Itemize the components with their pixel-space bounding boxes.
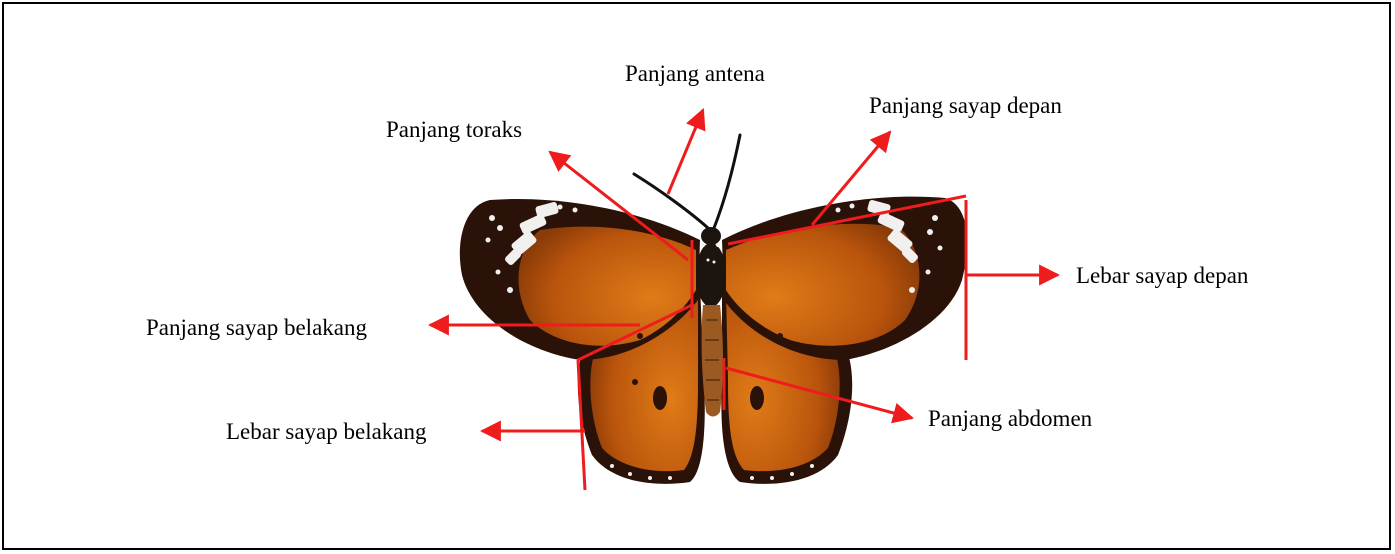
label-forewing-length: Panjang sayap depan bbox=[869, 94, 1062, 117]
label-abdomen-length: Panjang abdomen bbox=[928, 407, 1092, 430]
thorax bbox=[696, 243, 726, 307]
right-antenna bbox=[714, 135, 740, 228]
label-hindwing-length: Panjang sayap belakang bbox=[146, 316, 367, 339]
head bbox=[701, 227, 721, 245]
label-forewing-width: Lebar sayap depan bbox=[1076, 264, 1248, 287]
label-thorax-length: Panjang toraks bbox=[386, 118, 522, 141]
label-hindwing-width: Lebar sayap belakang bbox=[226, 420, 427, 443]
antenna-arrow bbox=[668, 110, 703, 194]
label-antenna-length: Panjang antena bbox=[625, 62, 765, 85]
